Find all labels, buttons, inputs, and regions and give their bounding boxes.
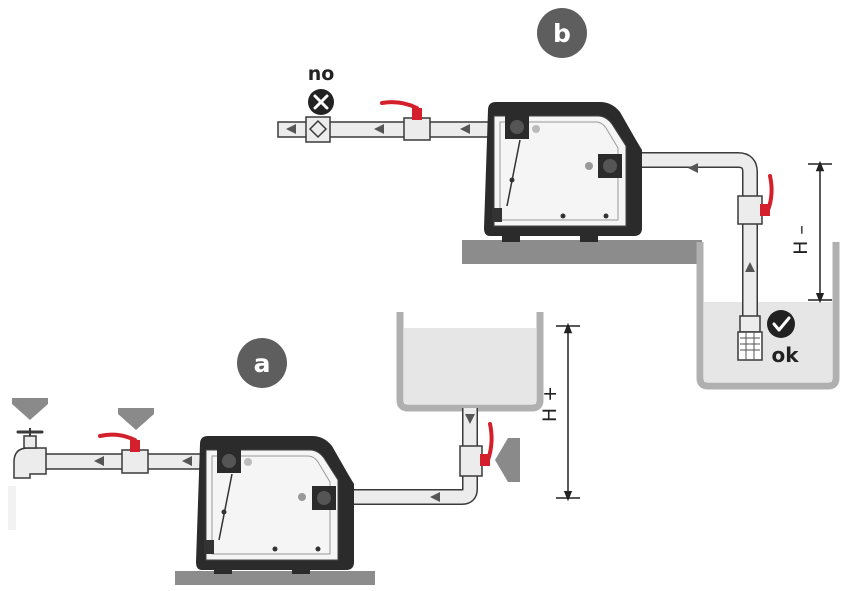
- valve-handle-a-outlet: [98, 432, 137, 442]
- valve-handle-b-outlet: [380, 100, 419, 110]
- lower-tank: [696, 242, 840, 390]
- valve-handle-a-supply: [486, 422, 494, 462]
- no-label: no: [308, 63, 335, 85]
- flow-arrow: [745, 262, 755, 272]
- pump-b: [484, 102, 642, 242]
- supply-pipe-a-outline: [338, 408, 478, 505]
- tank-water-a: [404, 328, 536, 404]
- ball-valve-a-outlet: [121, 449, 149, 474]
- badge-a-label: a: [254, 349, 271, 378]
- flow-arrow: [182, 456, 192, 466]
- down-arrow-faucet: [12, 398, 48, 420]
- suction-pipe-b: [620, 153, 757, 330]
- ok-label: ok: [771, 343, 799, 367]
- flow-arrow: [688, 163, 698, 173]
- flow-arrow: [465, 414, 475, 424]
- ball-valve-a-supply: [459, 445, 483, 477]
- ground-slab-a: [175, 571, 375, 585]
- h-minus-label: H –: [790, 225, 812, 255]
- flow-arrow: [460, 124, 470, 134]
- left-arrow-valve: [495, 438, 520, 482]
- strainer-b: [737, 331, 763, 361]
- flow-arrow: [286, 124, 296, 134]
- flow-arrow: [94, 456, 104, 466]
- ball-valve-b-suction: [737, 195, 763, 225]
- scene-b: H – b no ok: [277, 8, 840, 390]
- ball-valve-b-outlet: [403, 117, 431, 141]
- check-circle-icon: [767, 310, 795, 338]
- faucet-icon: [8, 428, 47, 530]
- supply-pipe-a: [338, 408, 477, 504]
- badge-b-label: b: [553, 19, 571, 48]
- flow-arrow: [374, 124, 384, 134]
- valve-handle-b-suction: [766, 174, 774, 212]
- badge-a: [237, 338, 287, 388]
- scene-a: H + a: [8, 312, 580, 585]
- down-arrow-valve: [118, 408, 154, 430]
- foot-valve-b: [739, 315, 761, 333]
- badge-b: [537, 8, 587, 58]
- x-circle-icon: [308, 89, 334, 115]
- water-stream: [8, 486, 16, 530]
- pump-a: [196, 436, 354, 574]
- ground-slab-b: [462, 240, 702, 264]
- h-plus-label: H +: [539, 386, 561, 422]
- flow-arrow: [430, 492, 440, 502]
- tank-water-b: [704, 302, 832, 382]
